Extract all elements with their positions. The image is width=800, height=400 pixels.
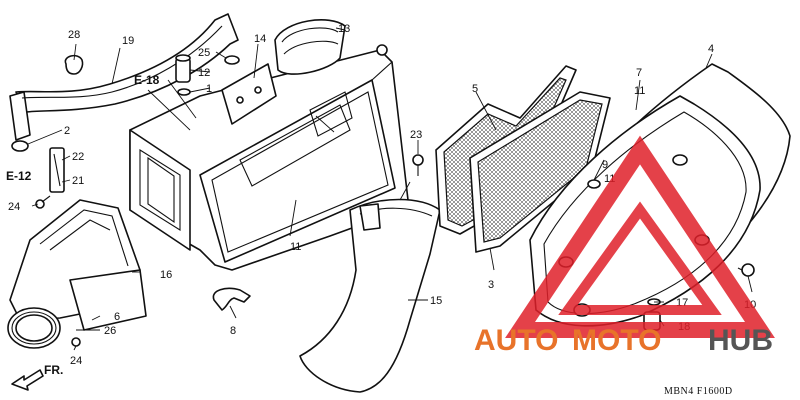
- mount-plate: [221, 63, 277, 125]
- callout-24-lower: 24: [70, 355, 82, 367]
- watermark-brand: AUTO MOTO HUB: [474, 324, 773, 357]
- watermark-triangle: [505, 135, 775, 338]
- callout-23: 23: [410, 129, 422, 141]
- callout-26: 26: [104, 325, 116, 337]
- callout-5: 5: [472, 83, 478, 95]
- callout-6: 6: [114, 311, 120, 323]
- front-arrow: [11, 369, 44, 391]
- diagram-code: MBN4 F1600D: [664, 386, 733, 397]
- watermark-moto: MOTO: [572, 324, 661, 357]
- drain-plug: [175, 54, 191, 83]
- callout-1: 1: [206, 83, 212, 95]
- wire-clamp: [212, 287, 251, 311]
- front-marker-label: FR.: [44, 363, 63, 377]
- callout-3: 3: [488, 279, 494, 291]
- callout-11-cover: 11: [634, 85, 645, 97]
- callout-24-upper: 24: [8, 201, 20, 213]
- breather-hose: [9, 13, 239, 141]
- callout-22: 22: [72, 151, 84, 163]
- air-cleaner-housing: [129, 44, 409, 271]
- drip-tray: [299, 198, 441, 393]
- hose-clamp: [64, 54, 84, 75]
- watermark-inner-triangle: [558, 201, 722, 315]
- callout-8: 8: [230, 325, 236, 337]
- watermark-auto: AUTO: [474, 324, 558, 357]
- o-ring: [177, 88, 191, 96]
- ref-e12: E-12: [6, 169, 32, 183]
- bolt-lower: [71, 337, 81, 347]
- watermark-logo: [505, 135, 775, 338]
- ref-e18: E-18: [134, 73, 160, 87]
- callout-4: 4: [708, 43, 714, 55]
- callout-13: 13: [338, 23, 350, 35]
- intake-duct: [274, 19, 346, 75]
- cap: [11, 140, 29, 152]
- leader-lines: [27, 27, 753, 351]
- watermark-hub: HUB: [708, 324, 773, 357]
- callout-labels: 19 28 2 22 21 24 E-18 E-12 25 12 1 14 13…: [6, 23, 756, 377]
- callout-16: 16: [160, 269, 172, 281]
- callout-2: 2: [64, 125, 70, 137]
- callout-14: 14: [254, 33, 266, 45]
- strap: [49, 147, 65, 193]
- callout-21: 21: [72, 175, 84, 187]
- callout-9: 9: [602, 159, 608, 171]
- intake-funnel: [9, 199, 147, 331]
- callout-15: 15: [430, 295, 442, 307]
- clip: [224, 55, 240, 65]
- callout-28: 28: [68, 29, 80, 41]
- callout-25: 25: [198, 47, 210, 59]
- bolt-upper: [35, 195, 51, 209]
- callout-11-housing: 11: [290, 241, 301, 253]
- screw: [412, 154, 424, 176]
- callout-11-grommet: 11: [604, 173, 615, 185]
- callout-19: 19: [122, 35, 134, 47]
- callout-7: 7: [636, 67, 642, 79]
- hose-joint: [7, 307, 61, 349]
- callout-12: 12: [198, 67, 210, 79]
- cover-bolt: [737, 263, 755, 277]
